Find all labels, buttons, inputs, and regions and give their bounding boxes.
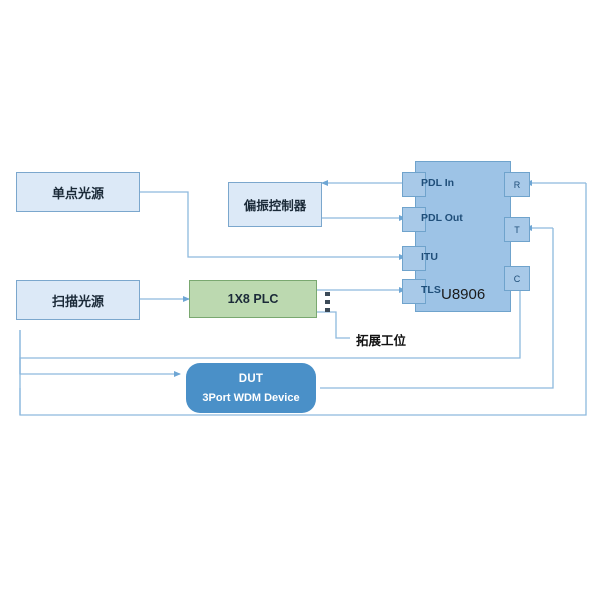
port-itu-label: ITU [421,251,438,263]
port-pdl-out-label: PDL Out [421,212,463,224]
port-pdl-out[interactable] [402,207,426,232]
node-1x8-plc[interactable]: 1X8 PLC [189,280,317,318]
node-polarization-controller[interactable]: 偏振控制器 [228,182,322,227]
port-tls[interactable] [402,279,426,304]
instrument-name-label: U8906 [441,286,486,303]
link-single-source-to-itu [140,191,406,260]
port-t[interactable]: T [504,217,530,242]
link-t-loop [320,228,554,389]
single-point-source-label: 单点光源 [51,185,104,201]
port-c-label: C [513,273,521,284]
port-pdl-in-label: PDL In [421,177,455,189]
node-single-point-source[interactable]: 单点光源 [16,172,140,212]
port-t-label: T [514,224,520,235]
node-scanning-source[interactable]: 扫描光源 [16,280,140,320]
link-plc-to-expansion [317,311,350,339]
dut-title: DUT [238,372,264,385]
node-dut[interactable]: DUT 3Port WDM Device [186,363,316,413]
dut-subtitle: 3Port WDM Device [202,391,300,404]
port-tls-label: TLS [421,284,441,296]
port-r[interactable]: R [504,172,530,197]
expansion-ellipsis-icon [325,292,330,312]
polarization-controller-label: 偏振控制器 [243,199,307,213]
scanning-source-label: 扫描光源 [51,293,104,309]
port-r-label: R [513,179,521,190]
expansion-station-label: 拓展工位 [356,334,407,348]
port-c[interactable]: C [504,266,530,291]
port-pdl-in[interactable] [402,172,426,197]
plc-label: 1X8 PLC [227,292,279,306]
port-itu[interactable] [402,246,426,271]
